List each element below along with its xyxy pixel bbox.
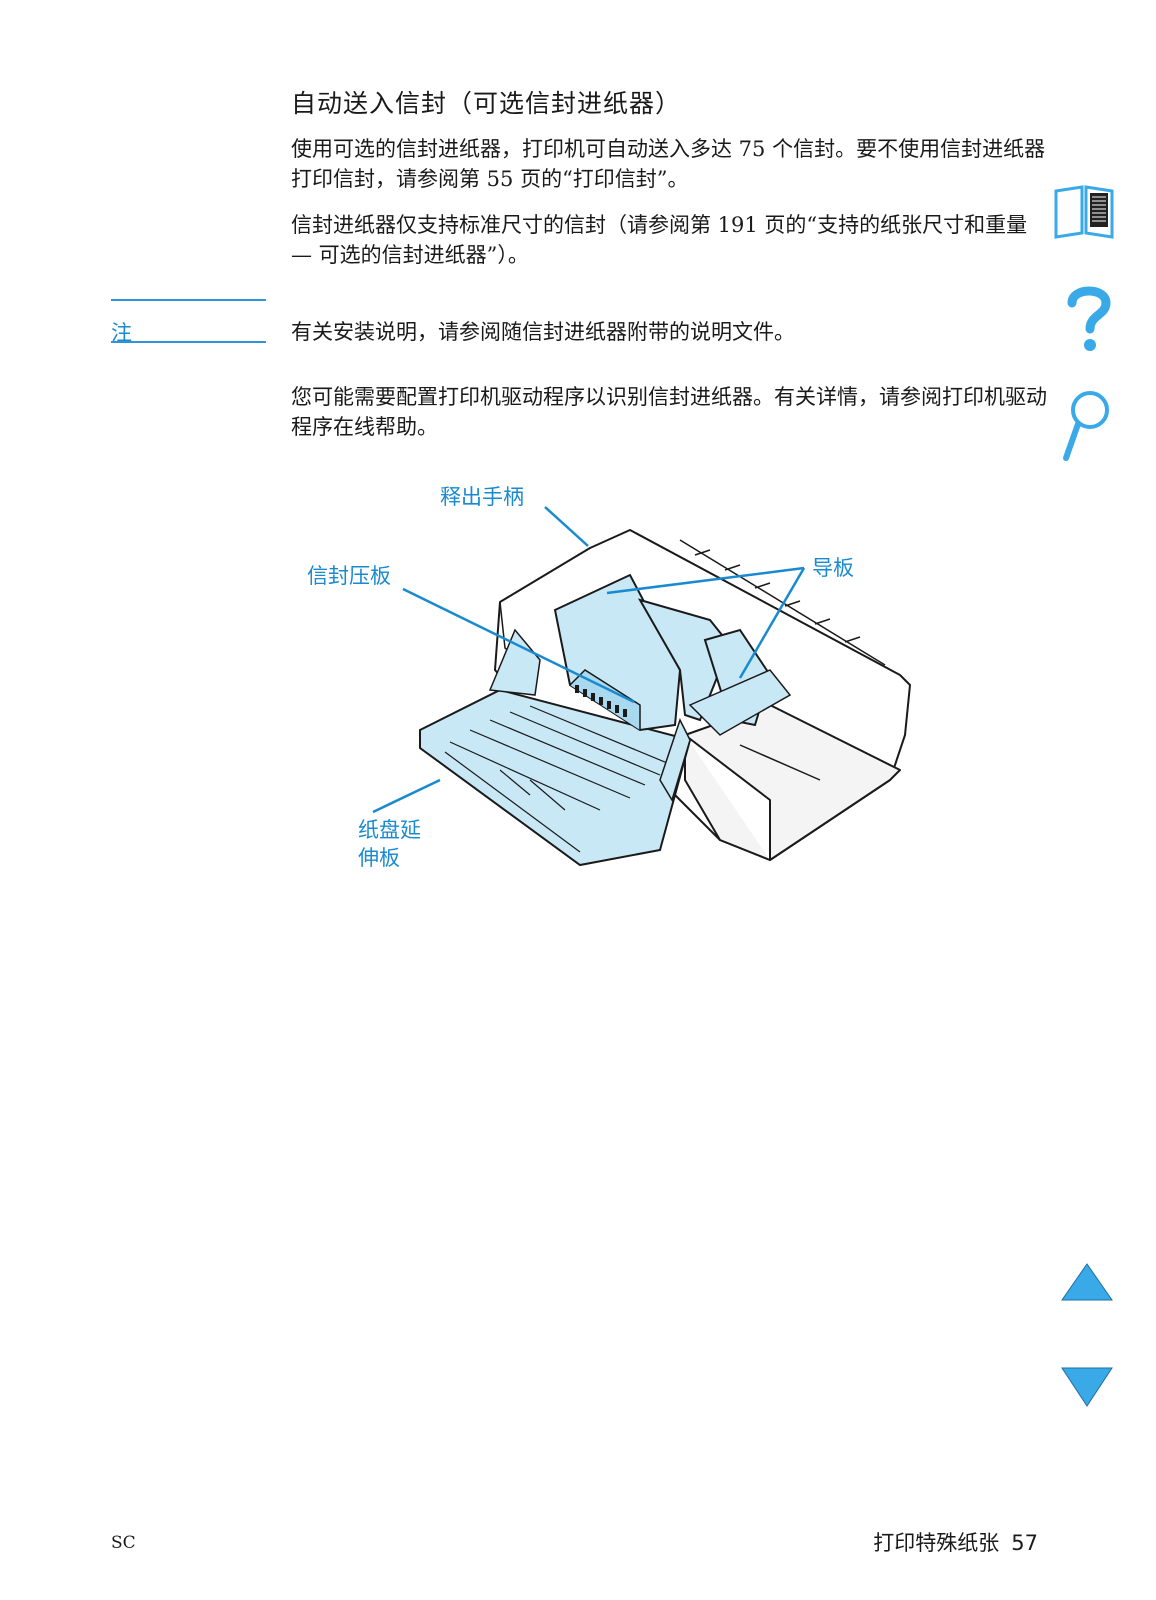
help-icon[interactable] (1064, 283, 1114, 357)
note-label: 注 (111, 321, 132, 345)
release-lever-label: 释出手柄 (440, 485, 524, 509)
footer-section-title: 打印特殊纸张 (873, 1531, 1000, 1555)
note-bottom-rule (111, 341, 266, 343)
page-title: 自动送入信封（可选信封进纸器） (291, 89, 682, 118)
note-top-rule (111, 299, 266, 301)
previous-page-icon[interactable] (1060, 1262, 1114, 1306)
next-page-icon[interactable] (1060, 1366, 1114, 1412)
footer-section: 打印特殊纸张 57 (873, 1527, 1038, 1557)
size-support-paragraph: 信封进纸器仅支持标准尺寸的信封（请参阅第 191 页的“支持的纸张尺寸和重量 —… (291, 213, 1028, 267)
book-icon[interactable] (1052, 183, 1116, 245)
intro-paragraph: 使用可选的信封进纸器，打印机可自动送入多达 75 个信封。要不使用信封进纸器打印… (291, 137, 1046, 191)
driver-paragraph: 您可能需要配置打印机驱动程序以识别信封进纸器。有关详情，请参阅打印机驱动程序在线… (291, 385, 1047, 439)
tray-extension-label-line2: 伸板 (358, 846, 400, 870)
search-icon[interactable] (1060, 388, 1112, 466)
envelope-weight-label: 信封压板 (307, 564, 391, 588)
guides-label: 导板 (812, 556, 854, 580)
page-number: 57 (1011, 1531, 1038, 1555)
envelope-feeder-figure: 释出手柄 信封压板 导板 纸盘延 伸板 (307, 485, 911, 870)
tray-extension-label-line1: 纸盘延 (358, 818, 421, 842)
footer-language-code: SC (111, 1533, 136, 1553)
note-text: 有关安装说明，请参阅随信封进纸器附带的说明文件。 (291, 320, 795, 344)
